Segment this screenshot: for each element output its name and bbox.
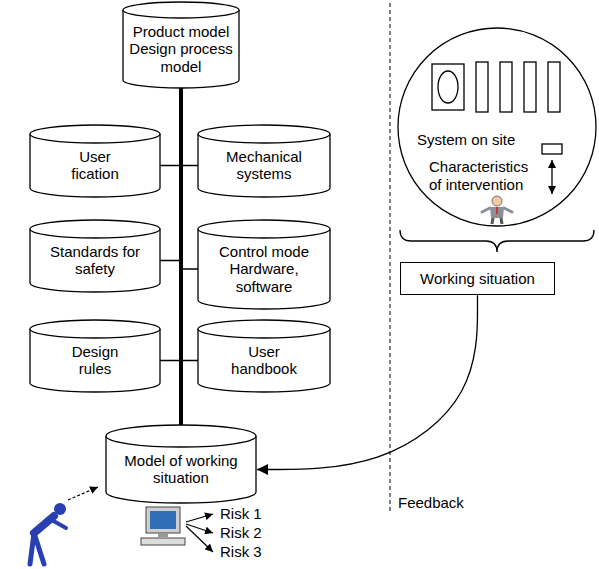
node-text: Characteristics of intervention (429, 158, 543, 193)
risk-label: Risk 1 (218, 505, 264, 522)
branch-line (160, 88, 181, 361)
worker-tie (496, 207, 498, 214)
worker-leg (492, 218, 493, 224)
computer-screen (150, 511, 176, 529)
branch-line (181, 88, 198, 269)
database-cylinder: Standards for safety (30, 220, 160, 292)
site-circle: System on siteCharacteristics of interve… (397, 27, 597, 227)
machine-column (524, 62, 536, 112)
risk-arrow (186, 514, 213, 522)
machine-column (500, 62, 512, 112)
designer-arm (50, 519, 66, 528)
gaze-arrow (68, 487, 98, 500)
edge-label: Feedback (396, 494, 466, 511)
database-cylinder: Product model Design process model (123, 2, 239, 88)
machine-column (548, 62, 560, 112)
node-text: User fication (64, 148, 126, 183)
worker-head (492, 196, 502, 206)
risk-label: Risk 2 (218, 524, 264, 541)
node-text: Mechanical systems (214, 148, 314, 183)
cylinder-body (123, 10, 239, 88)
branch-line (181, 88, 198, 361)
cylinder-top (198, 125, 330, 143)
node-text: System on site (417, 131, 537, 148)
divider-line (390, 3, 391, 512)
database-cylinder: Control mode Hardware, software (198, 220, 330, 309)
node-text: Product model Design process model (127, 23, 235, 75)
risk-arrow (186, 524, 213, 533)
worker-leg (501, 218, 502, 224)
brace (400, 230, 594, 252)
risk-label: Risk 3 (218, 543, 264, 560)
control-panel (542, 144, 562, 154)
worker-arm (504, 208, 512, 212)
node-text: Working situation (409, 270, 546, 287)
site-circle-line (398, 28, 596, 226)
database-cylinder: User handbook (198, 320, 330, 392)
node-text: Control mode Hardware, software (212, 243, 316, 295)
branch-line (160, 88, 181, 261)
computer-monitor (146, 507, 180, 533)
cylinder-top (198, 320, 330, 338)
circle-outline (397, 27, 597, 227)
machine-dial (438, 71, 458, 103)
process-box: Working situation (400, 262, 555, 295)
worker-arm (482, 208, 490, 212)
cylinder-top (123, 2, 239, 18)
cylinder-body (198, 229, 330, 309)
designer-leg (34, 533, 44, 564)
branch-line (160, 88, 181, 166)
cylinder-top (30, 125, 160, 143)
node-text: Design rules (66, 343, 124, 378)
machine-column (476, 62, 488, 112)
cylinder-top (106, 425, 256, 447)
branch-line (181, 88, 198, 166)
database-cylinder: Design rules (30, 320, 160, 392)
double-arrow (551, 160, 552, 194)
computer-keyboard (141, 538, 185, 545)
database-cylinder: User fication (30, 125, 160, 197)
database-cylinder: Mechanical systems (198, 125, 330, 197)
cylinder-top (30, 220, 160, 238)
node-text: Model of working situation (115, 452, 247, 487)
node-text: Standards for safety (49, 243, 141, 278)
computer-stand (158, 533, 168, 537)
cylinder-top (30, 320, 160, 338)
node-text: User handbook (226, 343, 302, 378)
worker-suit (490, 207, 504, 218)
database-cylinder: Model of working situation (106, 425, 256, 503)
cylinder-top (198, 220, 330, 238)
machine-panel (432, 64, 464, 110)
risk-arrow (186, 526, 213, 552)
